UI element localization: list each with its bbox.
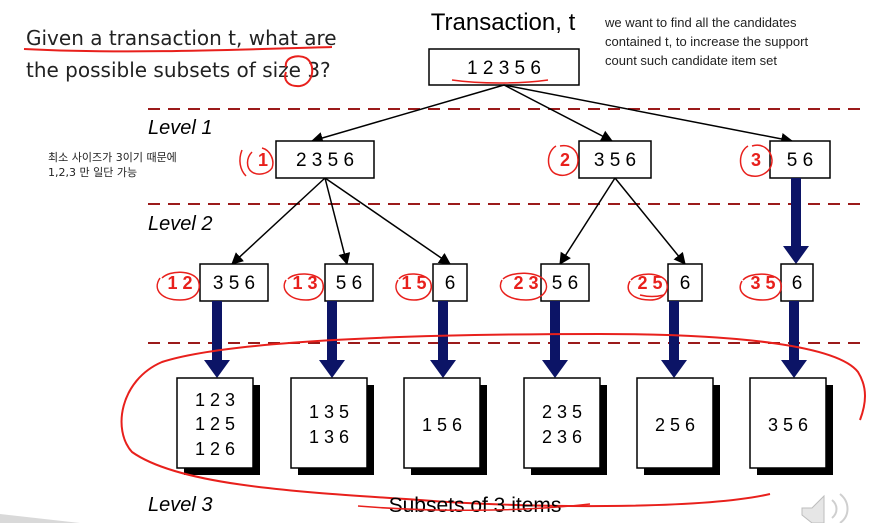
level3-page-6: 3 5 6: [749, 377, 833, 475]
note-line-2: contained t, to increase the support: [605, 34, 808, 49]
level2-node-1: 3 5 6 1 2: [156, 263, 269, 302]
level2-node-4: 5 6 2 3: [499, 263, 590, 302]
level2-node-5-prefix: 2 5: [637, 273, 662, 293]
level1-node-2-circle: [547, 144, 579, 176]
root-underline: [451, 79, 549, 84]
level2-node-3: 6 1 5: [395, 263, 468, 302]
level2-node-6: 6 3 5: [739, 263, 814, 302]
level2-node-4-circle: [499, 272, 548, 301]
level1-node-1-circle: [246, 147, 274, 175]
page-1-line-2: 1 2 5: [195, 414, 235, 434]
level2-to-level3-arrows: [204, 301, 807, 378]
level2-node-5: 6 2 5: [627, 263, 703, 302]
level2-node-3-circle: [395, 273, 432, 301]
level2-node-2-rest: 5 6: [336, 273, 362, 294]
arrow-root-to-node-2: [503, 84, 614, 142]
level2-node-1-rest: 3 5 6: [213, 273, 255, 294]
level1-node-1: 2 3 5 6 1: [239, 140, 375, 179]
level2-node-3-prefix: 1 5: [401, 273, 426, 293]
question-underline: [23, 46, 333, 53]
page-4-line-2: 2 3 6: [542, 427, 582, 447]
arrow-l1n1-to-l2n2: [324, 177, 351, 266]
level1-node-2-rest: 3 5 6: [594, 150, 636, 171]
diagram-title: Transaction, t: [431, 9, 576, 36]
arrow-l1n3-to-l2n6: [783, 178, 809, 264]
arrow-l2n4-to-page4: [542, 301, 568, 378]
level1-node-3-prefix: 3: [751, 150, 761, 170]
page-3-line-1: 1 5 6: [422, 415, 462, 435]
arrow-l1n1-to-l2n1: [231, 177, 326, 265]
level1-node-3: 5 6 3: [739, 140, 831, 179]
page-5-line-1: 2 5 6: [655, 415, 695, 435]
arrow-root-to-node-1: [310, 84, 505, 144]
level2-node-6-prefix: 3 5: [750, 273, 775, 293]
level2-node-4-prefix: 2 3: [513, 273, 538, 293]
level3-page-4: 2 3 5 2 3 6: [523, 377, 607, 475]
level1-node-1-rest: 2 3 5 6: [296, 150, 354, 171]
level2-node-5-circle: [627, 273, 668, 301]
level-separators: [148, 108, 862, 344]
level2-node-1-circle: [156, 271, 200, 301]
level2-node-5-underline: [639, 294, 665, 298]
korean-note-line-1: 최소 사이즈가 3이기 때문에: [48, 151, 177, 164]
page-1-line-1: 1 2 3: [195, 390, 235, 410]
level3-page-3: 1 5 6: [403, 377, 487, 475]
level3-page-5: 2 5 6: [636, 377, 720, 475]
note-line-1: we want to find all the candidates: [604, 15, 797, 30]
page-2-line-1: 1 3 5: [309, 402, 349, 422]
level1-node-1-prefix: 1: [258, 150, 268, 170]
level1-to-level2-arrows: [231, 177, 686, 266]
arrow-l2n3-to-page3: [430, 301, 456, 378]
level1-node-3-circle: [739, 144, 773, 177]
page-1-line-3: 1 2 6: [195, 439, 235, 459]
speaker-icon: [801, 493, 849, 523]
arrow-l2n5-to-page5: [661, 301, 687, 378]
level2-node-6-circle: [739, 273, 782, 301]
level2-node-5-rest: 6: [680, 273, 691, 294]
page-2-line-2: 1 3 6: [309, 427, 349, 447]
root-transaction-box: 1 2 3 5 6: [428, 48, 580, 86]
level2-node-2: 5 6 1 3: [283, 263, 374, 302]
arrow-l1n2-to-l2n5: [614, 177, 686, 265]
level-1-label: Level 1: [148, 117, 213, 139]
arrow-l2n1-to-page1: [204, 301, 230, 378]
page-6-line-1: 3 5 6: [768, 415, 808, 435]
page-4-line-1: 2 3 5: [542, 402, 582, 422]
question-line-2: the possible subsets of size 3?: [26, 58, 331, 82]
question-circle-3: [284, 55, 314, 88]
level1-node-1-circle-tail: [239, 149, 247, 177]
level2-node-2-circle: [283, 273, 324, 301]
korean-note-line-2: 1,2,3 만 일단 가능: [48, 165, 137, 179]
level-3-label: Level 3: [148, 494, 213, 516]
level3-page-2: 1 3 5 1 3 6: [290, 377, 374, 475]
level2-node-1-prefix: 1 2: [167, 273, 192, 293]
level2-node-4-rest: 5 6: [552, 273, 578, 294]
arrow-l1n2-to-l2n4: [559, 177, 616, 266]
arrow-l2n6-to-page6: [781, 301, 807, 378]
slide-bottom-shadow: [0, 514, 80, 523]
caption-underline: [357, 503, 591, 512]
arrow-l1n1-to-l2n3: [324, 177, 451, 265]
level-2-label: Level 2: [148, 213, 213, 235]
arrow-root-to-node-3: [503, 84, 794, 145]
level3-annotation-loop: [120, 332, 866, 508]
arrow-l2n2-to-page2: [319, 301, 345, 378]
level1-node-2-prefix: 2: [560, 150, 570, 170]
subsets-caption: Subsets of 3 items: [389, 494, 562, 517]
level2-node-2-prefix: 1 3: [292, 273, 317, 293]
level1-node-2: 3 5 6 2: [547, 140, 652, 179]
level3-page-1: 1 2 3 1 2 5 1 2 6: [176, 377, 260, 475]
level2-node-6-rest: 6: [792, 273, 803, 294]
level1-node-3-rest: 5 6: [787, 150, 813, 171]
root-to-level1-arrows: [310, 84, 794, 145]
question-line-1: Given a transaction t, what are: [26, 26, 337, 50]
level2-node-3-rest: 6: [445, 273, 456, 294]
root-items: 1 2 3 5 6: [467, 58, 541, 79]
note-line-3: count such candidate item set: [605, 53, 777, 68]
